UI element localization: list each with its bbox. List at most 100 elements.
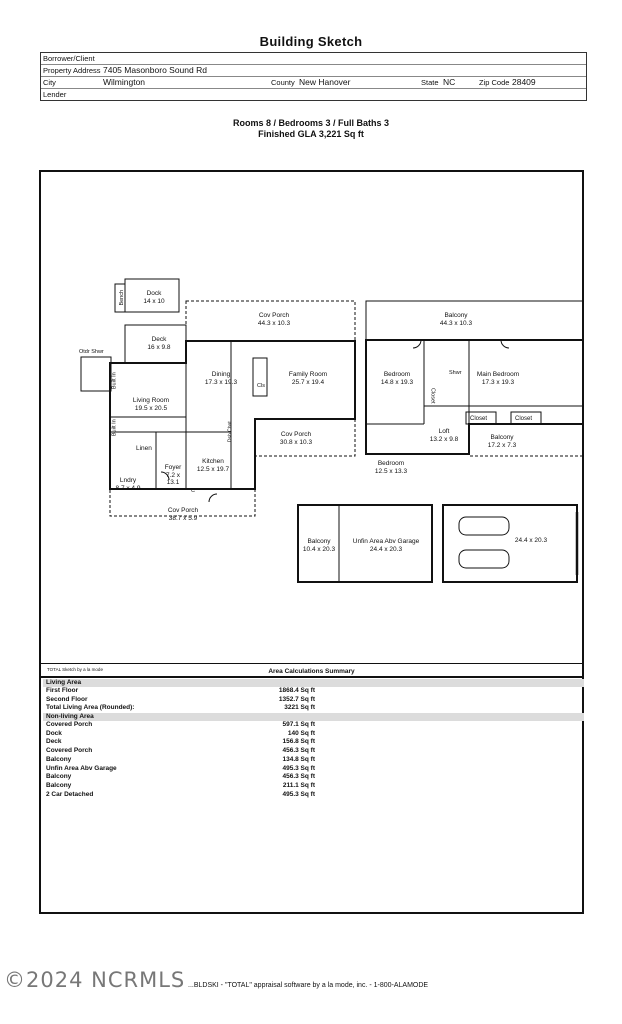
zip-label: Zip Code [479,78,510,87]
cov-porch-right-name: Cov Porch [280,431,312,438]
door-arc [208,493,218,503]
shwr-label: Shwr [449,370,462,376]
borrower-row: Borrower/Client [41,53,586,65]
area-value: 456.3 Sq ft [282,773,315,781]
closet-label-2: Closet [470,416,488,422]
area-name: Second Floor [46,695,88,703]
area-value: 134.8 Sq ft [282,755,315,763]
unfin-area-name: Unfin Area Abv Garage [352,538,420,545]
kitchen-dim: 12.5 x 19.7 [196,465,230,473]
area-value: 1352.7 Sq ft [278,695,315,703]
area-name: Balcony [46,773,72,781]
address-value: 7405 Masonboro Sound Rd [103,65,207,75]
cov-porch-top-dim: 44.3 x 10.3 [257,319,291,327]
city-row: City Wilmington County New Hanover State… [41,77,586,89]
non-living-area-heading: Non-living Area [43,713,584,722]
balcony-right-name: Balcony [490,434,514,441]
living-area-heading: Living Area [43,679,584,687]
dock-name: Dock [146,290,162,297]
balcony-top-name: Balcony [444,312,468,319]
area-value: 495.3 Sq ft [282,764,315,772]
calc-top-rule [41,676,582,678]
living-room-name: Living Room [132,397,170,404]
balcony-garage-dim: 10.4 x 20.3 [302,545,336,553]
area-name: Dock [46,729,62,737]
floor-plan-sketch [80,278,582,583]
cov-porch-top-name: Cov Porch [258,312,290,319]
kitchen-name: Kitchen [202,458,224,465]
balcony-right-dim: 17.2 x 7.3 [487,441,517,449]
gla-summary: Finished GLA 3,221 Sq ft [258,129,364,139]
car-top [458,516,510,536]
bedroom-2-name: Bedroom [377,460,405,467]
door-arc [160,471,170,481]
city-label: City [43,78,56,87]
cov-porch-bottom-name: Cov Porch [167,507,199,514]
garage-apartment-outline [297,504,433,583]
area-row: 2 Car Detached 495.3 Sq ft [43,791,584,800]
area-row: Balcony 456.3 Sq ft [43,773,584,782]
main-bedroom-dim: 17.3 x 19.3 [481,378,515,386]
cov-porch-right-dim: 30.8 x 10.3 [279,438,313,446]
area-name: 2 Car Detached [46,790,94,798]
cov-porch-right-outline [255,418,356,457]
area-name: Balcony [46,781,72,789]
area-value: 495.3 Sq ft [282,790,315,798]
built-in-label-1: Built In [111,372,118,390]
bedroom-2-dim: 12.5 x 13.3 [374,467,408,475]
lndry-name: Lndry [119,477,137,484]
bench-outline [114,283,126,313]
area-row: Total Living Area (Rounded):3221 Sq ft [43,704,584,713]
closet-label-1: Closet [429,387,436,404]
otdr-shwr-label: Otdr Shwr [79,349,104,355]
foyer-name: Foyer [164,464,182,471]
area-name: Deck [46,738,62,746]
dining-name: Dining [211,371,231,378]
bedroom-1-dim: 14.8 x 19.3 [380,378,414,386]
c-label: C [191,488,195,494]
dock-dim: 14 x 10 [143,297,165,305]
balcony-right-outline [469,423,582,457]
watermark: ©2024 NCRMLS [4,968,186,992]
deck-dim: 16 x 9.8 [147,343,171,351]
family-room-dim: 25.7 x 19.4 [291,378,325,386]
borrower-label: Borrower/Client [43,54,95,63]
deck-name: Deck [151,336,167,343]
county-value: New Hanover [299,77,351,87]
state-label: State [421,78,439,87]
area-row: Second Floor 1352.7 Sq ft [43,696,584,705]
area-value: 140 Sq ft [287,729,315,737]
area-name: Unfin Area Abv Garage [46,764,117,772]
area-row: Dock 140 Sq ft [43,730,584,739]
cov-porch-bottom-outline [109,488,256,517]
loft-name: Loft [438,428,450,435]
area-value: 1868.4 Sq ft [278,687,315,694]
foyer-dim1: 7.2 x [165,471,181,479]
area-name: Total Living Area (Rounded): [46,704,135,712]
family-room-name: Family Room [288,371,328,378]
software-credit: ...BLDSKI - "TOTAL" appraisal software b… [188,982,429,989]
area-value: 156.8 Sq ft [282,738,315,746]
area-name: Balcony [46,755,72,763]
closet-label-3: Closet [515,416,533,422]
